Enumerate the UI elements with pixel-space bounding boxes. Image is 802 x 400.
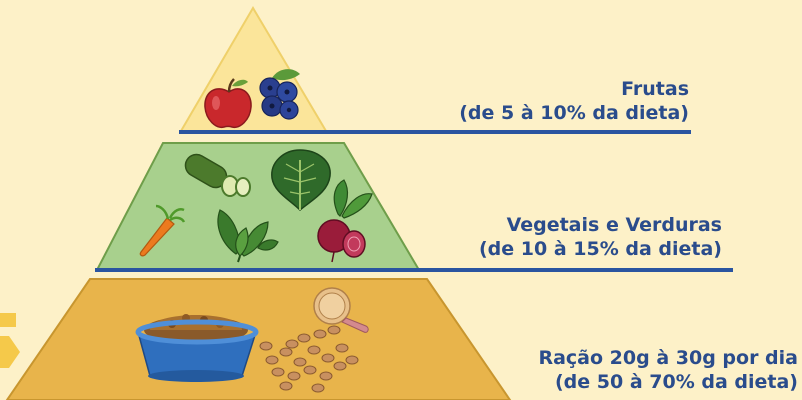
tier-title-ration: Ração 20g à 30g por dia	[538, 347, 798, 369]
beet-icon	[317, 179, 373, 263]
spinach-icon	[217, 209, 279, 263]
tier-subtitle-vegetables: (de 10 à 15% da dieta)	[479, 238, 722, 260]
tier-title-fruits: Frutas	[621, 78, 689, 100]
divider-line-vegetables	[95, 268, 733, 272]
tier-label-ration: Ração 20g à 30g por dia (de 50 à 70% da …	[538, 346, 798, 394]
blueberries-icon	[259, 69, 300, 120]
tier-label-fruits: Frutas (de 5 à 10% da dieta)	[459, 77, 689, 125]
tier-subtitle-fruits: (de 5 à 10% da dieta)	[459, 102, 689, 124]
dog-bowl-icon	[135, 314, 259, 382]
carrot-icon	[139, 204, 186, 257]
tier-subtitle-ration: (de 50 à 70% da dieta)	[555, 371, 798, 393]
tier-fruits	[179, 6, 328, 132]
kale-icon	[271, 149, 331, 212]
arrow-right-icon	[0, 313, 20, 368]
divider-line-fruits	[179, 130, 691, 134]
cucumber-icon	[184, 153, 251, 197]
tier-title-vegetables: Vegetais e Verduras	[506, 214, 722, 236]
kibble-scoop-icon	[259, 287, 369, 393]
tier-label-vegetables: Vegetais e Verduras (de 10 à 15% da diet…	[479, 213, 722, 261]
tier-ration	[5, 278, 512, 400]
apple-icon	[204, 78, 252, 128]
